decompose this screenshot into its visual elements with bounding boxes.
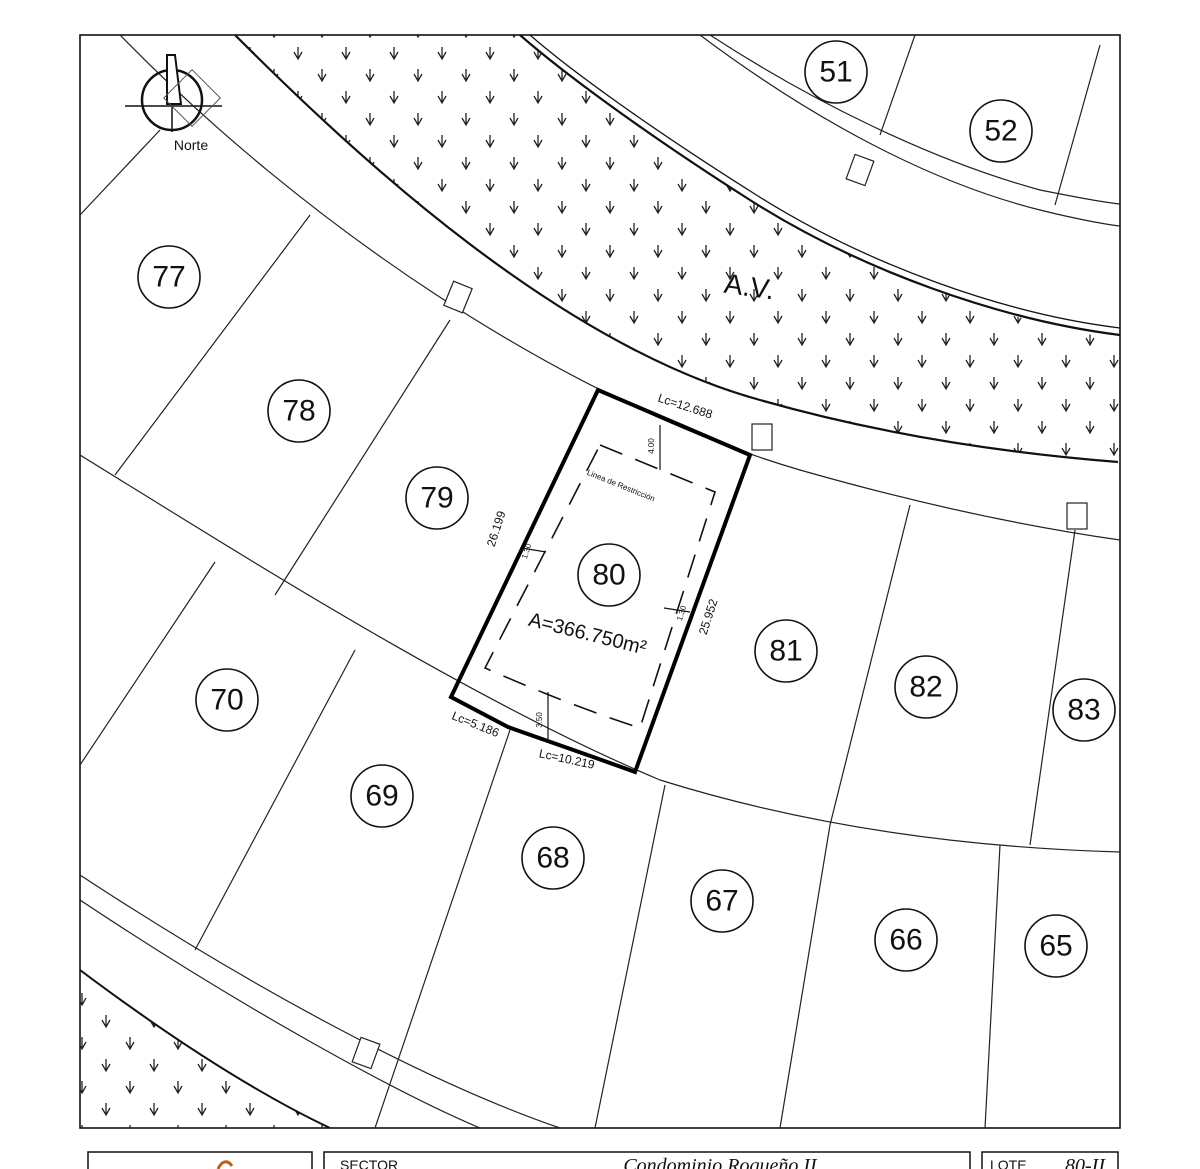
lot-78-number: 78 bbox=[282, 395, 315, 428]
lot-80-number: 80 bbox=[592, 559, 625, 592]
lot-80-circle bbox=[577, 543, 641, 607]
lot-51-number: 51 bbox=[819, 56, 852, 89]
lot-70-circle bbox=[195, 668, 259, 732]
lot-83-circle bbox=[1052, 678, 1116, 742]
sector-label: SECTOR bbox=[340, 1157, 398, 1169]
lot-81-number: 81 bbox=[769, 635, 802, 668]
green-area-hatch bbox=[235, 35, 1120, 462]
condominium-name: Condominio Roqueño II bbox=[623, 1155, 818, 1169]
company-logo-icon bbox=[216, 1160, 234, 1169]
lot-77-circle bbox=[137, 245, 201, 309]
north-label: Norte bbox=[174, 137, 208, 153]
lot-68-circle bbox=[521, 826, 585, 890]
lot-65-number: 65 bbox=[1039, 930, 1072, 963]
north-arrow-icon bbox=[125, 54, 222, 132]
lot-51-circle bbox=[804, 40, 868, 104]
lot-80-setback-front: 4.00 bbox=[647, 438, 656, 454]
lot-81-circle bbox=[754, 619, 818, 683]
lot-78-circle bbox=[267, 379, 331, 443]
lot-numbers: 51 52 77 78 79 81 82 83 70 69 68 67 66 65 80 bbox=[137, 40, 1116, 978]
lot-66-circle bbox=[874, 908, 938, 972]
lot-67-number: 67 bbox=[705, 885, 738, 918]
lot-69-circle bbox=[350, 764, 414, 828]
lot-82-number: 82 bbox=[909, 671, 942, 704]
lote-label: LOTE bbox=[990, 1157, 1027, 1169]
green-area-hatch-lower bbox=[80, 970, 330, 1128]
lot-79-circle bbox=[405, 466, 469, 530]
lot-66-number: 66 bbox=[889, 924, 922, 957]
lot-70-number: 70 bbox=[210, 684, 243, 717]
lot-67-circle bbox=[690, 869, 754, 933]
lot-77-number: 77 bbox=[152, 261, 185, 294]
lote-value: 80-II bbox=[1065, 1155, 1106, 1169]
lot-52-circle bbox=[969, 99, 1033, 163]
lot-65-circle bbox=[1024, 914, 1088, 978]
lot-69-number: 69 bbox=[365, 780, 398, 813]
green-area-label: A.V. bbox=[722, 268, 776, 306]
lot-82-circle bbox=[894, 655, 958, 719]
lot-68-number: 68 bbox=[536, 842, 569, 875]
lot-79-number: 79 bbox=[420, 482, 453, 515]
lot-52-number: 52 bbox=[984, 115, 1017, 148]
lot-80-boundary bbox=[448, 387, 753, 775]
title-block: SECTOR Condominio Roqueño II LOTE 80-II bbox=[87, 1151, 1119, 1169]
lot-83-number: 83 bbox=[1067, 694, 1100, 727]
lot-80-setback-rear: 3.50 bbox=[535, 712, 544, 728]
